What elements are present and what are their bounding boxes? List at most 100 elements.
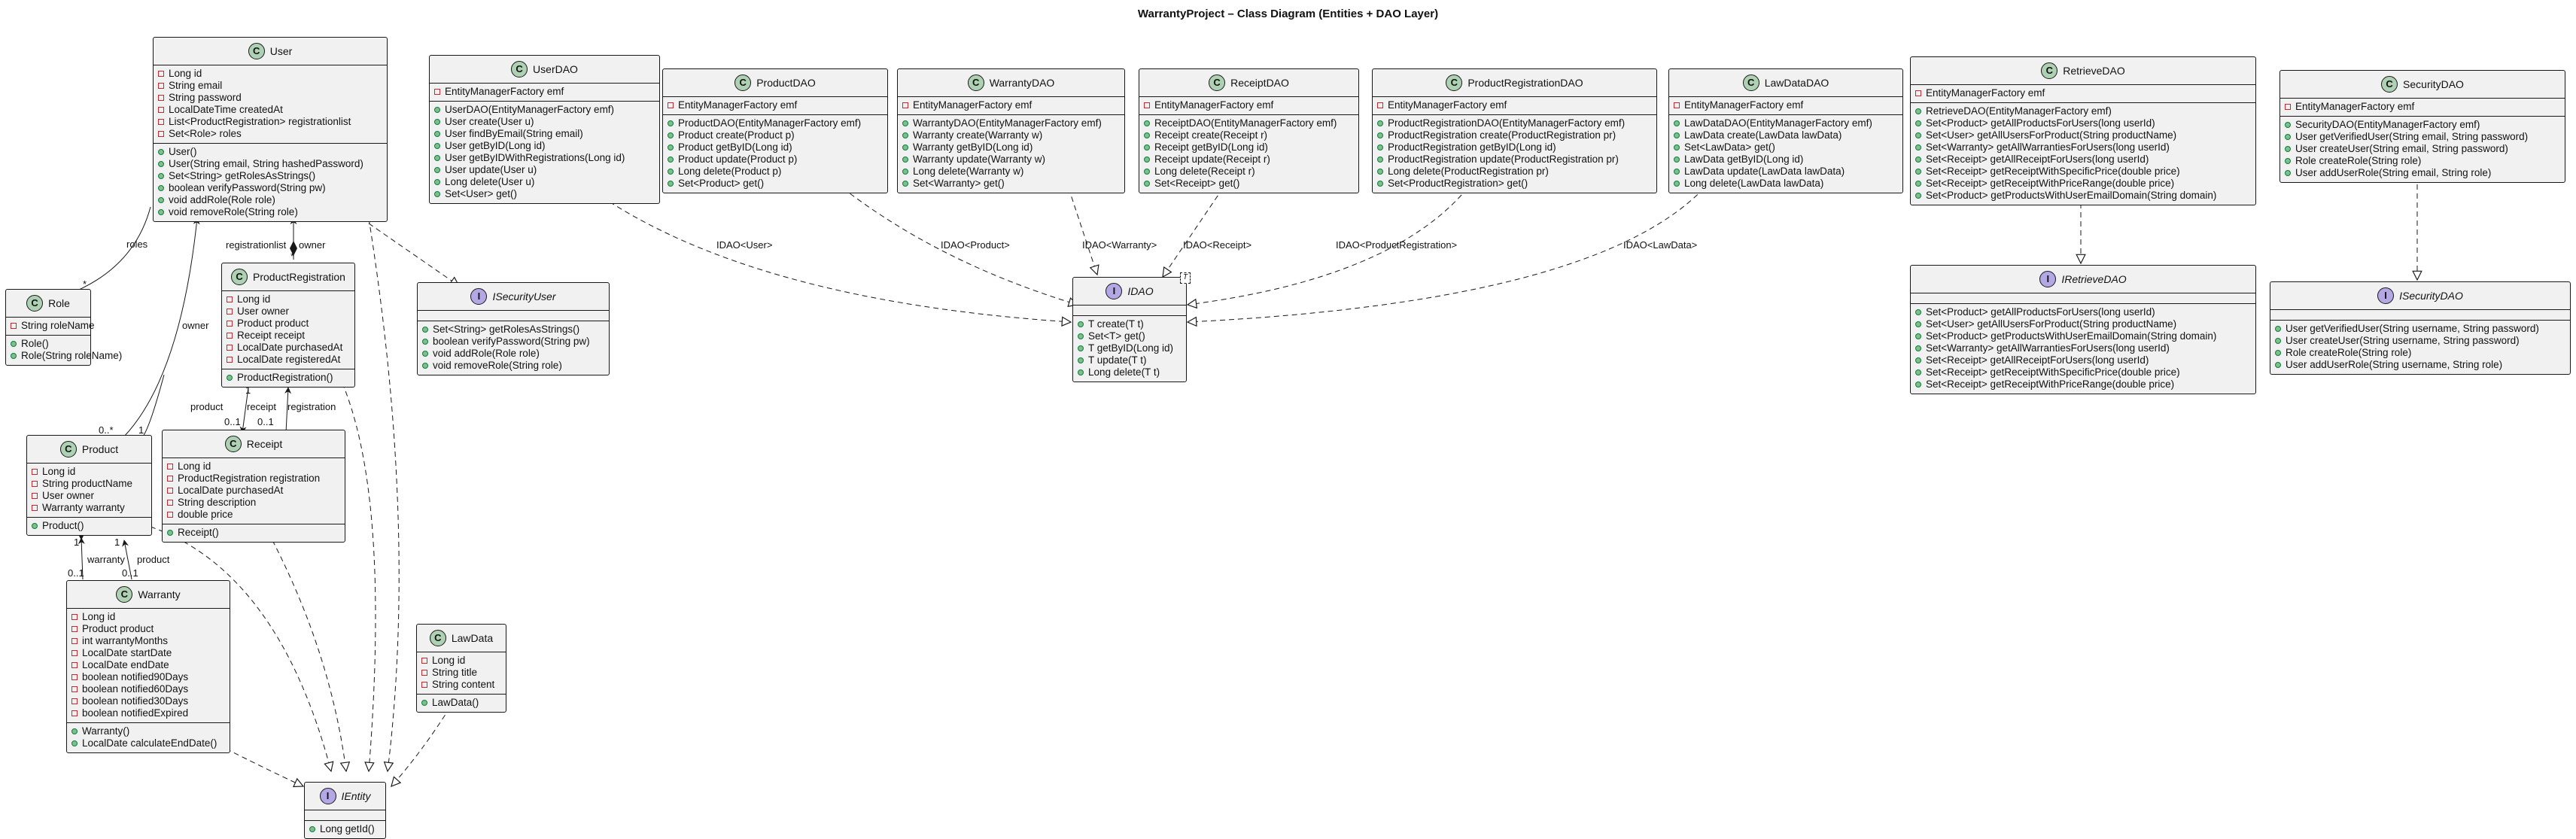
edge-product-warranty xyxy=(78,537,85,580)
method-text: void removeRole(String role) xyxy=(433,360,562,371)
field-row: Long id xyxy=(227,293,350,306)
public-visibility-icon xyxy=(1144,120,1150,126)
method-row: Set<T> get() xyxy=(1078,330,1182,342)
private-visibility-icon xyxy=(227,309,233,315)
class-badge-icon: C xyxy=(2381,76,2398,93)
method-text: ProductDAO(EntityManagerFactory emf) xyxy=(678,117,862,129)
field-row: boolean notifiedExpired xyxy=(71,707,225,719)
field-text: ProductRegistration registration xyxy=(178,473,321,484)
method-text: LawData update(LawData lawData) xyxy=(1684,166,1845,177)
label-product: product xyxy=(190,401,224,412)
public-visibility-icon xyxy=(434,119,440,125)
public-visibility-icon xyxy=(1915,369,1921,375)
method-row: void removeRole(String role) xyxy=(158,206,382,218)
method-text: T create(T t) xyxy=(1088,318,1144,330)
method-row: LawData() xyxy=(421,697,501,709)
method-row: boolean verifyPassword(String pw) xyxy=(158,182,382,194)
method-text: Long delete(ProductRegistration pr) xyxy=(1388,166,1549,177)
field-row: EntityManagerFactory emf xyxy=(1144,99,1354,111)
field-row: Product product xyxy=(227,318,350,330)
field-row: User owner xyxy=(32,490,147,502)
class-name: User xyxy=(269,45,293,57)
public-visibility-icon xyxy=(1377,169,1383,175)
public-visibility-icon xyxy=(227,375,233,381)
field-row: LocalDate registeredAt xyxy=(227,354,350,366)
method-row: Set<Receipt> get() xyxy=(1144,178,1354,190)
method-row: LocalDate calculateEndDate() xyxy=(71,737,225,749)
class-name: IRetrieveDAO xyxy=(2061,273,2127,285)
method-text: Product getByID(Long id) xyxy=(678,141,792,153)
method-row: User findByEmail(String email) xyxy=(434,128,655,140)
public-visibility-icon xyxy=(2275,338,2281,344)
method-row: Set<User> getAllUsersForProduct(String p… xyxy=(1915,129,2251,141)
public-visibility-icon xyxy=(668,169,674,175)
private-visibility-icon xyxy=(71,698,78,704)
method-text: LawData getByID(Long id) xyxy=(1684,154,1804,165)
private-visibility-icon xyxy=(158,95,164,101)
class-name: WarrantyDAO xyxy=(989,77,1055,89)
method-row: Long delete(ProductRegistration pr) xyxy=(1377,166,1652,178)
public-visibility-icon xyxy=(1915,132,1921,138)
field-row: String description xyxy=(167,497,340,509)
method-text: Set<Warranty> get() xyxy=(913,178,1005,189)
method-row: Receipt() xyxy=(167,527,340,539)
method-text: LawData() xyxy=(432,697,479,708)
edge-warranty-ientity xyxy=(225,748,303,786)
method-text: Long delete(LawData lawData) xyxy=(1684,178,1824,189)
label-idao-warranty: IDAO<Warranty> xyxy=(1082,239,1157,251)
fields-section xyxy=(418,310,609,321)
method-text: void addRole(Role role) xyxy=(169,194,275,205)
public-visibility-icon xyxy=(422,327,428,333)
methods-section: UserDAO(EntityManagerFactory emf)User cr… xyxy=(430,101,659,203)
class-badge-icon: C xyxy=(59,441,77,457)
field-text: User owner xyxy=(42,490,95,501)
field-text: EntityManagerFactory emf xyxy=(2295,101,2415,112)
method-row: Receipt create(Receipt r) xyxy=(1144,129,1354,141)
field-text: EntityManagerFactory emf xyxy=(1154,99,1274,111)
method-row: Set<Receipt> getReceiptWithSpecificPrice… xyxy=(1915,166,2251,178)
private-visibility-icon xyxy=(71,662,78,668)
method-row: User() xyxy=(158,146,382,158)
method-text: Long delete(T t) xyxy=(1088,366,1160,378)
public-visibility-icon xyxy=(668,132,674,138)
method-row: Set<User> get() xyxy=(434,188,655,200)
method-text: Set<String> getRolesAsStrings() xyxy=(169,170,316,181)
label-warranty-mult-b: 0..1 xyxy=(68,567,84,579)
private-visibility-icon xyxy=(158,119,164,125)
public-visibility-icon xyxy=(422,363,428,369)
public-visibility-icon xyxy=(902,169,908,175)
public-visibility-icon xyxy=(421,700,427,706)
methods-section: T create(T t)Set<T> get()T getByID(Long … xyxy=(1073,315,1186,382)
field-row: EntityManagerFactory emf xyxy=(2285,101,2560,113)
public-visibility-icon xyxy=(1377,181,1383,187)
method-text: Receipt getByID(Long id) xyxy=(1154,141,1268,153)
